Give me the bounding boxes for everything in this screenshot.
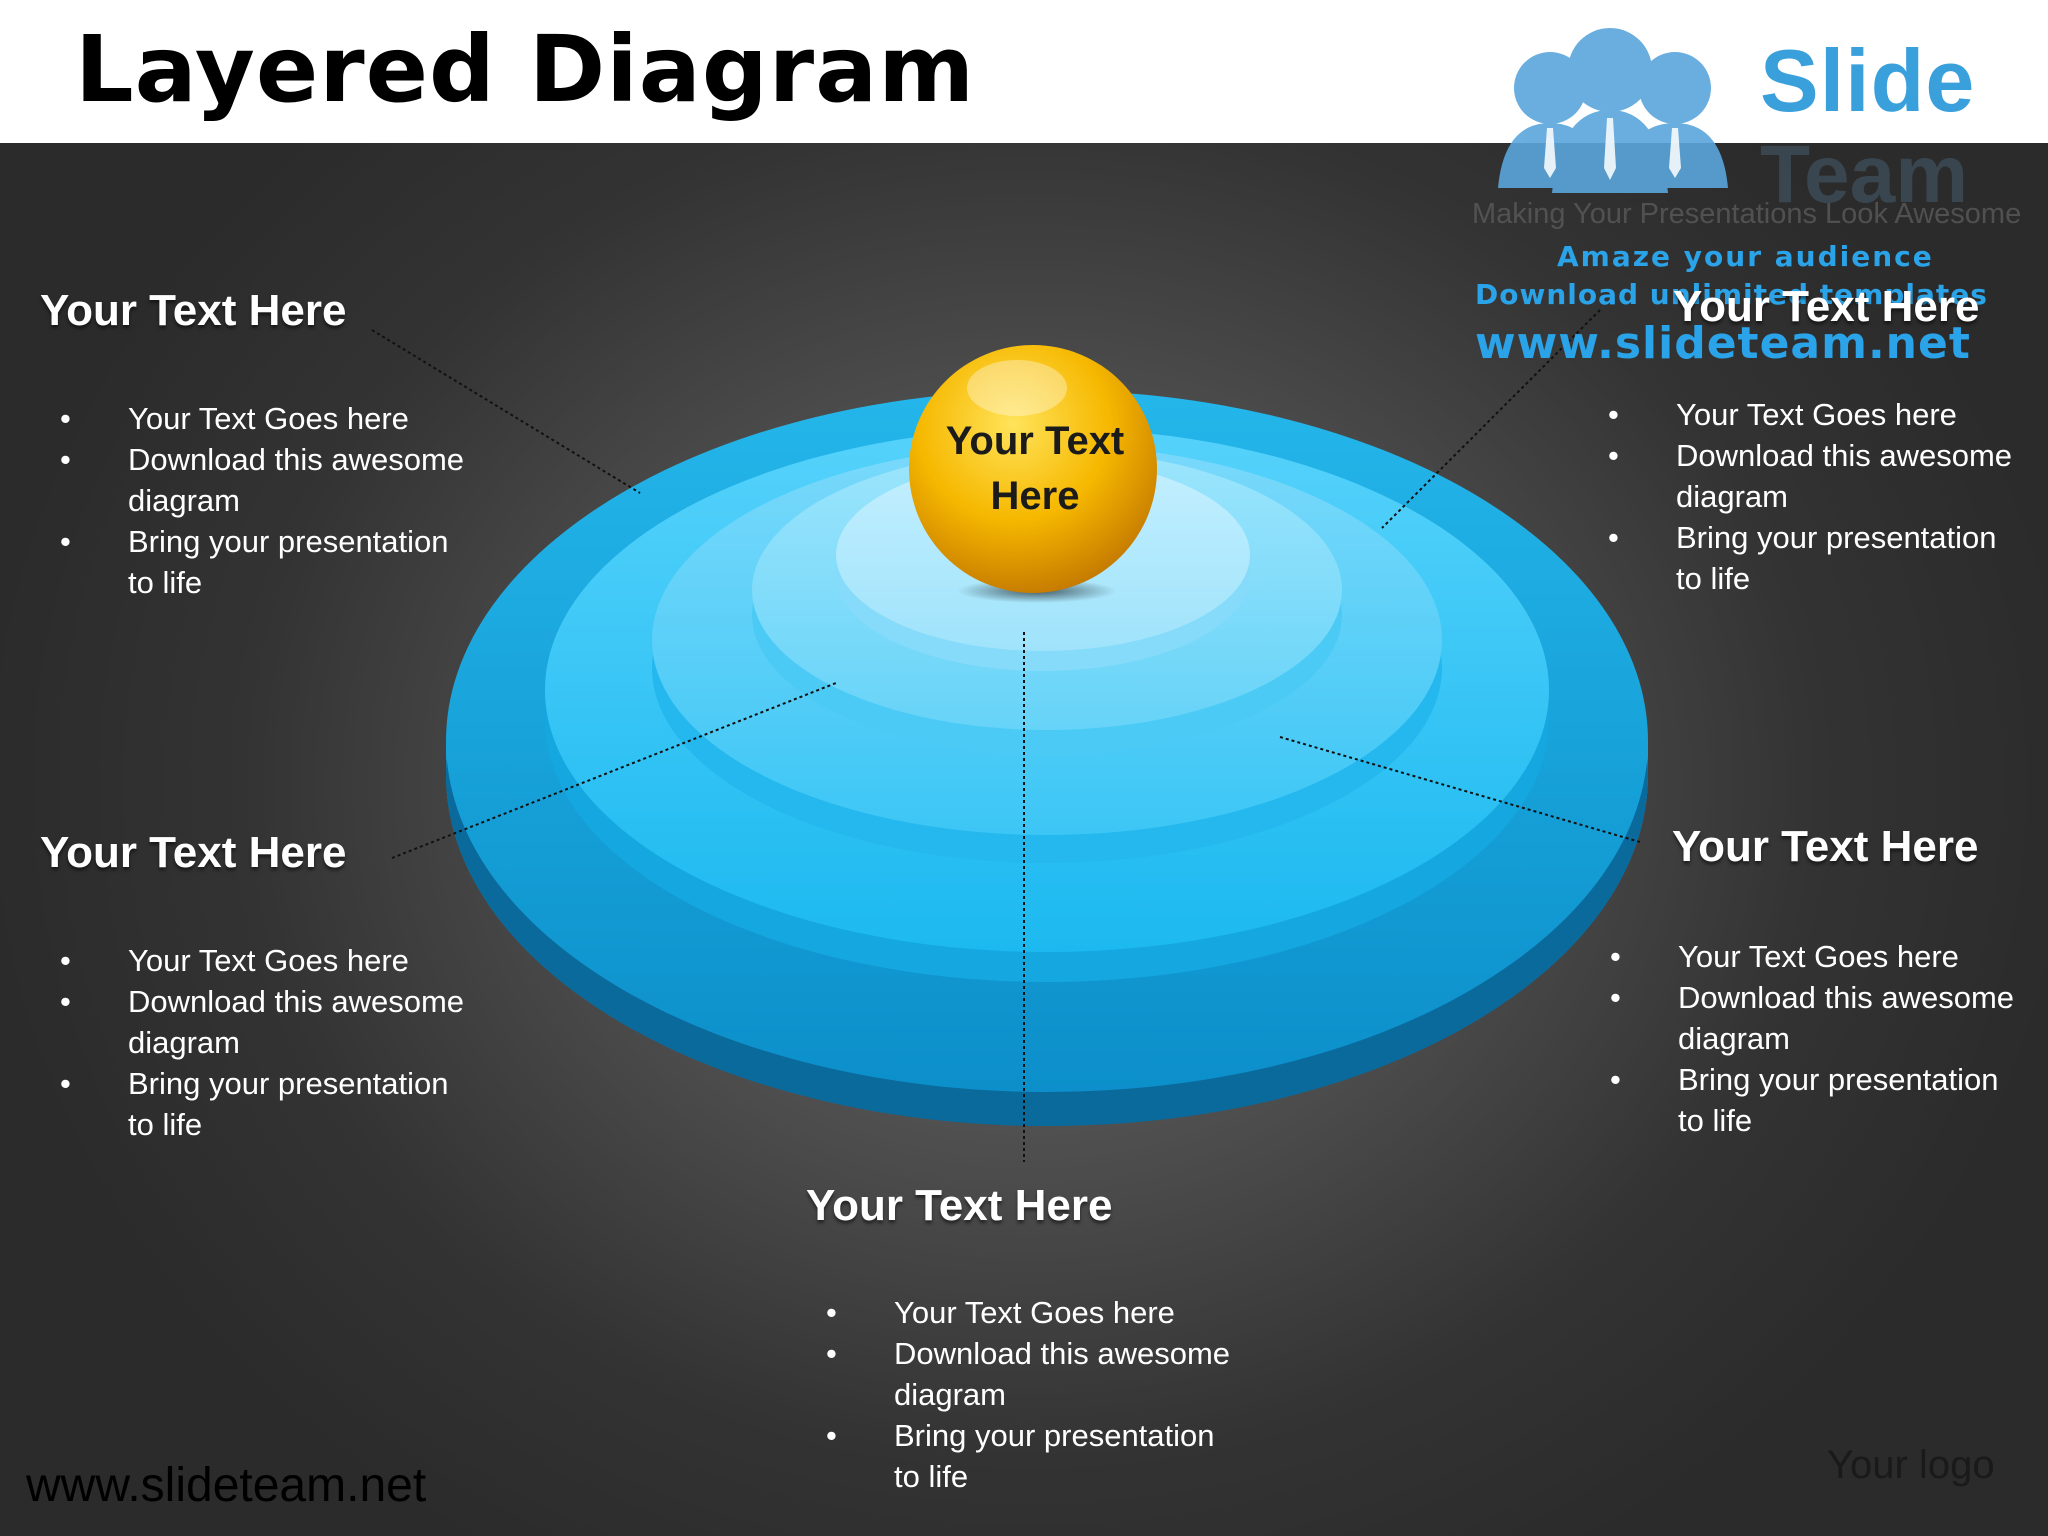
center-sphere: [909, 345, 1157, 603]
people-icon: [1498, 28, 1728, 193]
callout-middle-right-heading: Your Text Here: [1672, 822, 1979, 871]
footer-url[interactable]: www.slideteam.net: [26, 1459, 427, 1512]
callout-top-right-heading: Your Text Here: [1673, 282, 1980, 331]
promo-url[interactable]: www.slideteam.net: [1475, 318, 1971, 369]
bullet-item: Your Text Goes here: [50, 940, 464, 981]
sphere-label-line-2: Here: [990, 474, 1080, 518]
bullet-item: Your Text Goes here: [50, 398, 464, 439]
callout-middle-right-bullets: Your Text Goes here Download this awesom…: [1600, 936, 2014, 1141]
logo-placeholder: Your logo: [1827, 1443, 1995, 1487]
callout-top-right-bullets: Your Text Goes here Download this awesom…: [1598, 394, 2012, 599]
bullet-item: Your Text Goes here: [1600, 936, 2014, 977]
bullet-item: Your Text Goes here: [816, 1292, 1230, 1333]
connector-middle-right: [1279, 736, 1641, 843]
callout-bottom-heading: Your Text Here: [806, 1181, 1113, 1230]
promo-line-1: Amaze your audience: [1557, 240, 1934, 273]
promo-line-2: Download unlimited templates: [1475, 278, 1988, 311]
logo-tagline: Making Your Presentations Look Awesome: [1472, 198, 2022, 230]
callout-bottom-bullets: Your Text Goes here Download this awesom…: [816, 1292, 1230, 1497]
connector-top-left: [371, 329, 641, 494]
brand-logo: Slide Team Making Your Presentations Loo…: [1470, 18, 2030, 358]
connector-middle-left: [391, 682, 837, 859]
logo-word-slide: Slide: [1760, 31, 1976, 130]
sphere-label: Your Text Here: [915, 414, 1155, 524]
callout-top-left-heading: Your Text Here: [40, 286, 347, 335]
bullet-item: Your Text Goes here: [1598, 394, 2012, 435]
sphere-label-line-1: Your Text: [945, 419, 1125, 463]
logo-word-team: Team: [1760, 129, 1969, 220]
page-title: Layered Diagram: [75, 16, 976, 123]
callout-top-left-bullets: Your Text Goes here Download this awesom…: [50, 398, 464, 603]
callout-middle-left-bullets: Your Text Goes here Download this awesom…: [50, 940, 464, 1145]
callout-middle-left-heading: Your Text Here: [40, 828, 347, 877]
connector-lines: [371, 309, 1641, 1162]
